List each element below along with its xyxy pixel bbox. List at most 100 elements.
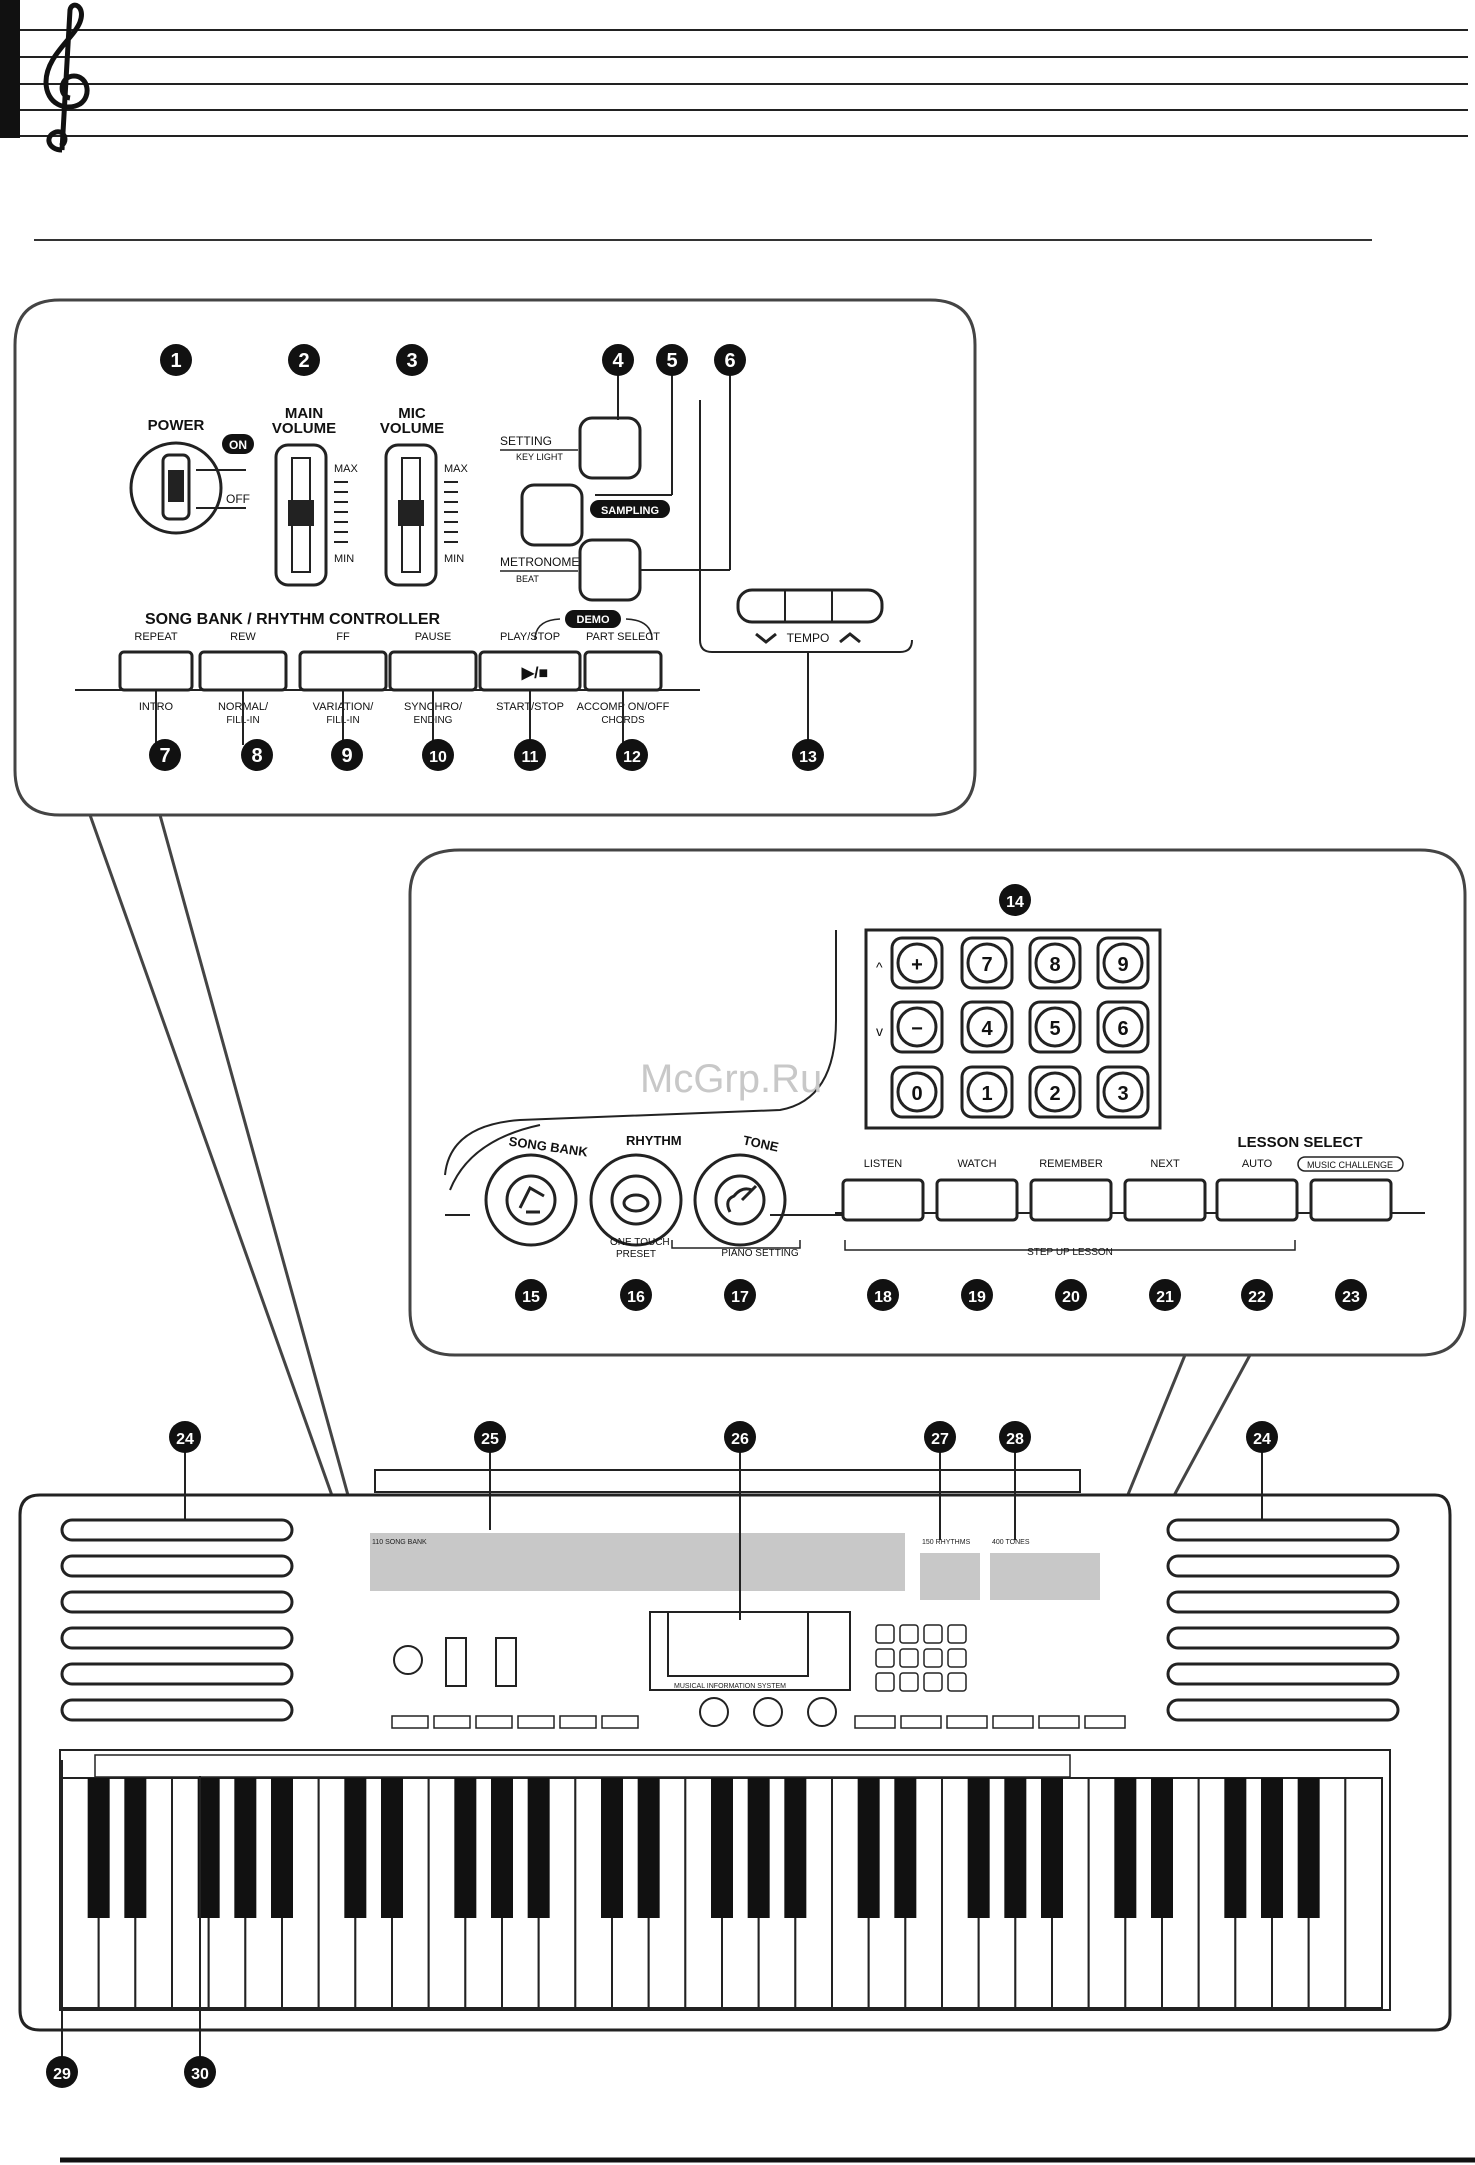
keypad-key[interactable] — [1102, 1071, 1144, 1113]
callout-number: 19 — [968, 1289, 986, 1306]
lesson-select-label: LESSON SELECT — [1237, 1134, 1362, 1151]
metronome-button[interactable] — [578, 538, 642, 602]
song-bank-icon — [518, 1185, 545, 1214]
lesson-button-5[interactable] — [1215, 1178, 1299, 1222]
keypad-key[interactable] — [896, 1006, 938, 1048]
keypad-key-label: − — [911, 1018, 923, 1040]
controller-button-1[interactable] — [118, 650, 194, 692]
keypad-key[interactable] — [1102, 942, 1144, 984]
black-key[interactable] — [234, 1778, 257, 1918]
black-key[interactable] — [1261, 1778, 1283, 1918]
keypad-key[interactable] — [1102, 1006, 1144, 1048]
keypad-key[interactable] — [966, 1071, 1008, 1113]
callout-number: 24 — [1253, 1431, 1271, 1448]
setting-button[interactable] — [578, 416, 642, 480]
keypad-key[interactable] — [896, 1071, 938, 1113]
controller-button-2[interactable] — [198, 650, 288, 692]
black-key[interactable] — [87, 1778, 110, 1918]
speaker-grille — [60, 1554, 294, 1578]
black-key[interactable] — [1297, 1778, 1320, 1918]
controller-button-4[interactable] — [388, 650, 478, 692]
speaker-grille — [60, 1626, 294, 1650]
black-key[interactable] — [637, 1778, 660, 1918]
black-key[interactable] — [967, 1778, 990, 1918]
mini-lesson-button — [992, 1715, 1034, 1729]
lesson-button-3[interactable] — [1029, 1178, 1113, 1222]
keypad-key[interactable] — [1034, 942, 1076, 984]
keypad-key[interactable] — [966, 942, 1008, 984]
mini-round-button — [807, 1697, 837, 1727]
black-key[interactable] — [271, 1778, 293, 1918]
main-volume-label-2: VOLUME — [272, 420, 336, 437]
keypad-key[interactable] — [896, 942, 938, 984]
sampling-button[interactable] — [520, 483, 584, 547]
black-key[interactable] — [747, 1778, 770, 1918]
rhythms-count: 150 RHYTHMS — [922, 1539, 971, 1546]
lesson-button-label: REMEMBER — [1039, 1158, 1103, 1170]
mic-volume-min: MIN — [444, 553, 464, 565]
demo-label: DEMO — [577, 614, 610, 626]
keypad-key-label: 4 — [981, 1018, 993, 1040]
black-key[interactable] — [454, 1778, 477, 1918]
black-key[interactable] — [1004, 1778, 1027, 1918]
sampling-label: SAMPLING — [601, 505, 659, 517]
tempo-button[interactable] — [736, 588, 884, 624]
on-label: ON — [229, 438, 247, 452]
callout-marker — [1055, 1279, 1087, 1311]
beat-label: BEAT — [516, 574, 539, 584]
callout-number: 15 — [522, 1289, 540, 1306]
lesson-button-1[interactable] — [841, 1178, 925, 1222]
top-panel: POWER ON OFF MAIN VOLUME MAX MIN MIC VOL… — [13, 298, 977, 1641]
speaker-grille — [60, 1590, 294, 1614]
black-key[interactable] — [857, 1778, 880, 1918]
black-key[interactable] — [894, 1778, 917, 1918]
black-key[interactable] — [1224, 1778, 1247, 1918]
callout-number: 25 — [481, 1431, 499, 1448]
callout-number: 17 — [731, 1289, 749, 1306]
black-key[interactable] — [197, 1778, 220, 1918]
callout-marker — [616, 739, 648, 771]
lesson-button-4[interactable] — [1123, 1178, 1207, 1222]
callout-marker — [396, 344, 428, 376]
lesson-button-2[interactable] — [935, 1178, 1019, 1222]
black-key[interactable] — [711, 1778, 733, 1918]
controller-button-3[interactable] — [298, 650, 388, 692]
black-key[interactable] — [491, 1778, 513, 1918]
mini-controller-button — [559, 1715, 597, 1729]
callout-number: 16 — [627, 1289, 645, 1306]
controller-button-6[interactable] — [583, 650, 663, 692]
black-key[interactable] — [1041, 1778, 1063, 1918]
controller-upper-label: PAUSE — [415, 631, 451, 643]
black-key[interactable] — [784, 1778, 807, 1918]
callout-number: 2 — [298, 350, 309, 372]
keypad-key-label: 6 — [1117, 1018, 1128, 1040]
mini-keypad-key — [875, 1624, 895, 1644]
keypad-key-label: 2 — [1049, 1083, 1060, 1105]
mini-keypad-key — [923, 1624, 943, 1644]
black-key[interactable] — [601, 1778, 623, 1918]
keypad-key[interactable] — [1034, 1071, 1076, 1113]
keypad-key[interactable] — [966, 1006, 1008, 1048]
mini-controller-button — [517, 1715, 555, 1729]
speaker-grille — [1166, 1698, 1400, 1722]
black-key[interactable] — [1114, 1778, 1137, 1918]
black-key[interactable] — [344, 1778, 367, 1918]
mini-lesson-button — [900, 1715, 942, 1729]
tempo-down-icon — [755, 632, 777, 644]
mini-round-button — [699, 1697, 729, 1727]
black-key[interactable] — [381, 1778, 403, 1918]
speaker-grille — [1166, 1662, 1400, 1686]
black-key[interactable] — [527, 1778, 550, 1918]
white-key[interactable] — [1344, 1777, 1384, 2009]
black-key[interactable] — [1151, 1778, 1173, 1918]
lesson-button-6[interactable] — [1309, 1178, 1393, 1222]
callout-number: 10 — [429, 749, 447, 766]
black-key[interactable] — [124, 1778, 147, 1918]
mini-keypad-key — [947, 1624, 967, 1644]
keypad-key[interactable] — [1034, 1006, 1076, 1048]
lesson-button-label: NEXT — [1150, 1158, 1180, 1170]
callout-number: 7 — [159, 745, 170, 767]
callout-number: 4 — [612, 350, 624, 372]
mini-keypad-key — [875, 1648, 895, 1668]
key-light-label: KEY LIGHT — [516, 452, 563, 462]
